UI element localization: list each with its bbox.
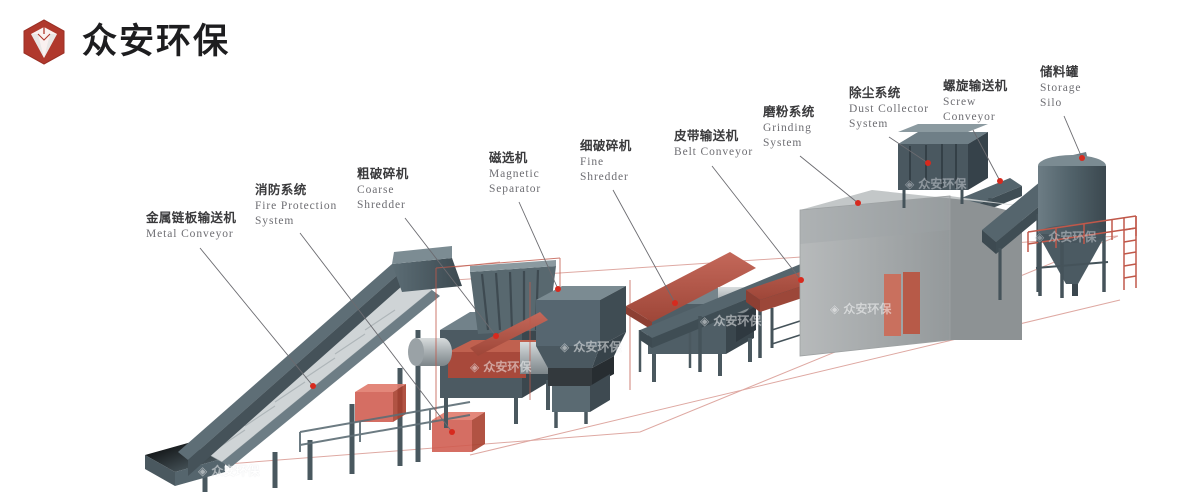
leader-marker-fire-protection-system xyxy=(449,429,455,435)
callout-label-en: Magnetic xyxy=(489,167,540,180)
leader-marker-belt-conveyor xyxy=(798,277,804,283)
callout-label-en: Coarse xyxy=(357,183,395,196)
callout-label-en: Belt Conveyor xyxy=(674,145,754,158)
callout-label-en: Conveyor xyxy=(943,111,996,124)
dust-collector-machine xyxy=(898,124,988,208)
callout-label-en: System xyxy=(255,215,295,228)
watermark: ◈ 众安环保 xyxy=(560,340,622,354)
callout-label-en: Screw xyxy=(943,95,977,108)
callout-label-cn: 除尘系统 xyxy=(849,85,901,100)
callout-label-cn: 皮带输送机 xyxy=(674,128,739,143)
callout-label-en: System xyxy=(763,137,803,150)
leader-line-fire-protection-system xyxy=(299,232,453,433)
grinding-system-building xyxy=(799,190,1022,357)
leader-line-coarse-shredder xyxy=(404,217,497,337)
leader-marker-screw-conveyor xyxy=(997,178,1003,184)
callout-label-en: Silo xyxy=(1040,97,1063,110)
leader-marker-magnetic-separator xyxy=(555,286,561,292)
callout-label-en: Shredder xyxy=(580,171,629,184)
callout-label-en: Metal Conveyor xyxy=(146,227,234,240)
callout-label-cn: 粗破碎机 xyxy=(357,166,409,181)
watermark: ◈ 众安环保 xyxy=(470,360,532,374)
leader-line-metal-conveyor xyxy=(199,247,314,387)
callout-label-belt-conveyor: 皮带输送机 Belt Conveyor xyxy=(674,128,753,160)
callout-label-cn: 储料罐 xyxy=(1040,64,1079,79)
watermark: ◈ 众安环保 xyxy=(198,464,260,478)
leader-marker-grinding-system xyxy=(855,200,861,206)
leader-line-fine-shredder xyxy=(612,189,676,304)
brand-name: 众安环保 xyxy=(82,21,231,62)
leader-marker-coarse-shredder xyxy=(493,333,499,339)
callout-label-en: Shredder xyxy=(357,199,406,212)
watermark: ◈ 众安环保 xyxy=(700,314,762,328)
callout-label-en: Grinding xyxy=(763,121,812,134)
watermark: ◈ 众安环保 xyxy=(830,302,892,316)
watermark: ◈ 众安环保 xyxy=(905,177,967,191)
leader-line-screw-conveyor xyxy=(972,129,1001,182)
callout-label-en: Dust Collector xyxy=(849,102,929,115)
callout-label-en: Storage xyxy=(1040,81,1082,94)
leader-marker-metal-conveyor xyxy=(310,383,316,389)
diamond-hexagon-logo-icon xyxy=(20,18,68,66)
callout-label-cn: 金属链板输送机 xyxy=(146,210,237,225)
callout-label-en: Fire Protection xyxy=(255,199,338,212)
callout-label-en: Fine xyxy=(580,155,605,168)
leader-line-storage-silo xyxy=(1063,115,1083,159)
callout-label-cn: 磁选机 xyxy=(489,150,528,165)
leader-line-magnetic-separator xyxy=(518,201,559,290)
storage-silo-machine xyxy=(1027,155,1137,298)
callout-label-metal-conveyor: 金属链板输送机 Metal Conveyor xyxy=(146,210,236,242)
leader-line-belt-conveyor xyxy=(711,165,802,281)
callout-label-cn: 消防系统 xyxy=(255,182,307,197)
brand-logo: 众安环保 xyxy=(20,18,230,66)
leader-line-dust-collector-system xyxy=(888,136,929,164)
leader-line-grinding-system xyxy=(799,155,859,204)
callout-label-cn: 螺旋输送机 xyxy=(943,78,1008,93)
leader-marker-storage-silo xyxy=(1079,155,1085,161)
callout-label-en: Separator xyxy=(489,183,542,196)
watermark: ◈ 众安环保 xyxy=(1035,230,1097,244)
leader-marker-fine-shredder xyxy=(672,300,678,306)
callout-label-en: System xyxy=(849,118,889,131)
callout-label-cn: 细破碎机 xyxy=(580,138,632,153)
metal-conveyor-machine xyxy=(145,246,485,492)
callout-label-cn: 磨粉系统 xyxy=(763,104,815,119)
callout-leader-lines xyxy=(199,115,1085,435)
leader-marker-dust-collector-system xyxy=(925,160,931,166)
